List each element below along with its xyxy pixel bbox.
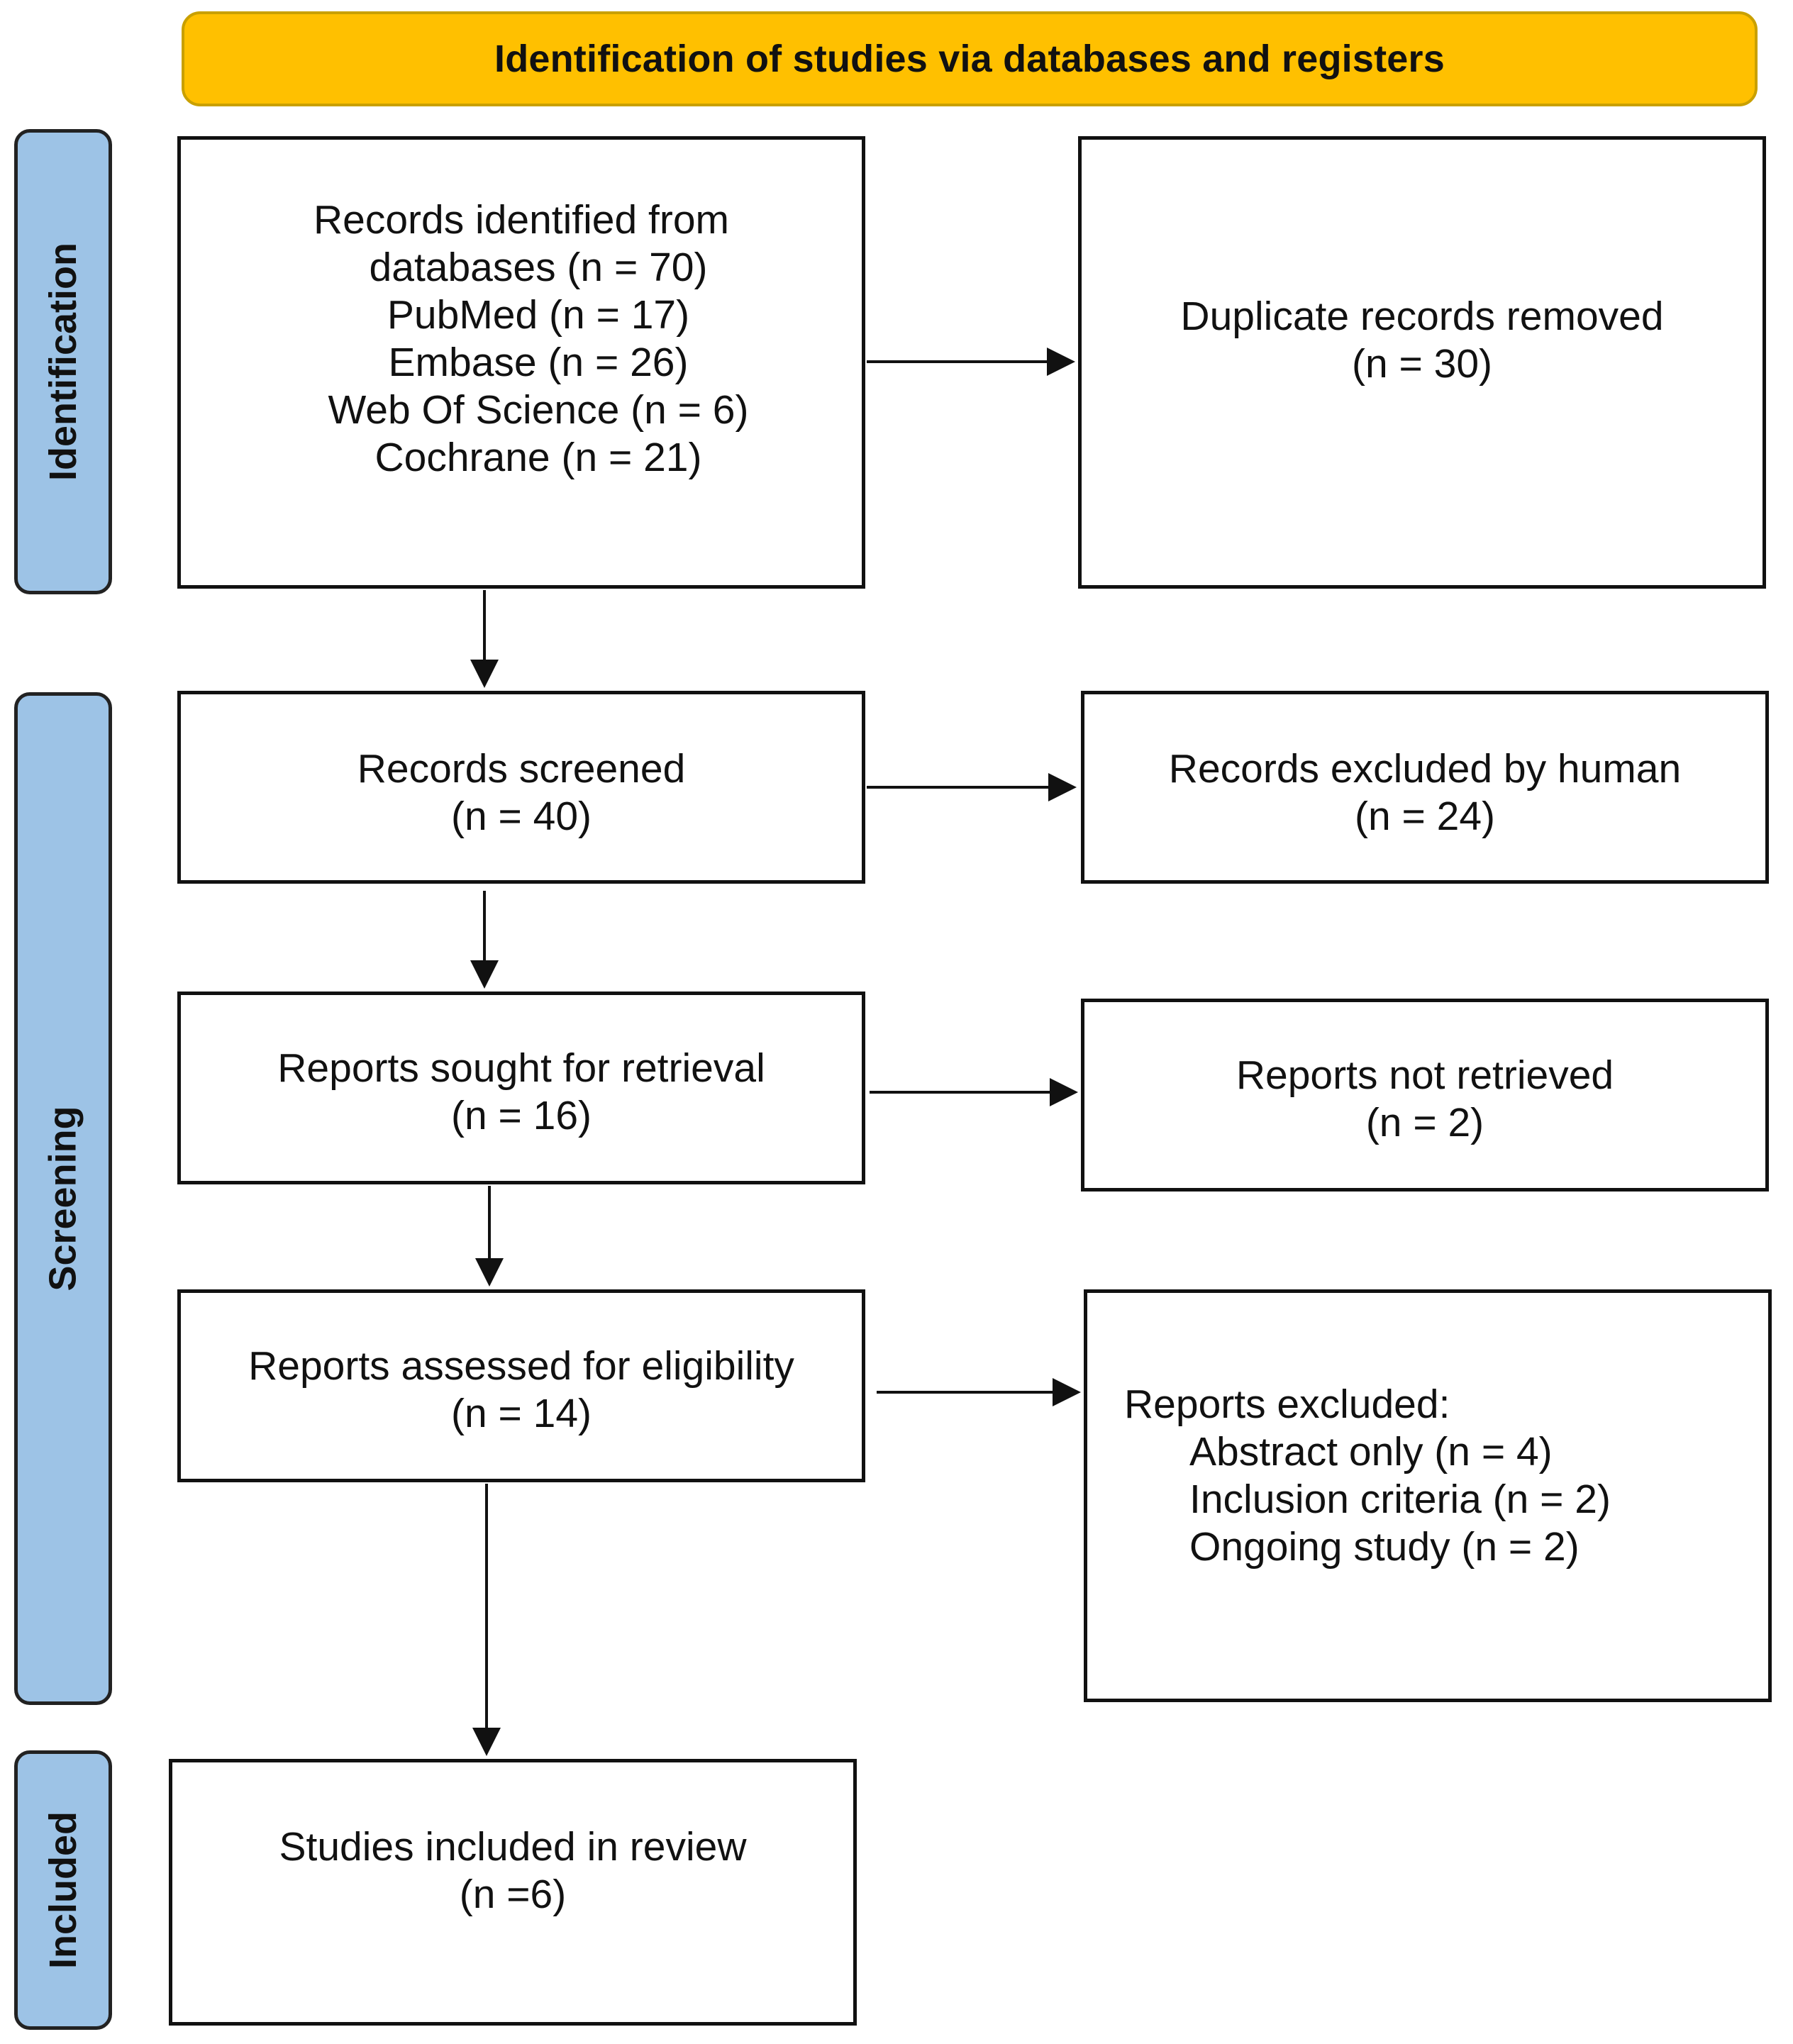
- duplicates-removed-line: (n = 30): [1351, 341, 1493, 387]
- phase-identification-tab: Identification: [14, 129, 112, 594]
- records-identified-line: PubMed (n = 17): [387, 292, 690, 338]
- records-screened-box: Records screened (n = 40): [177, 691, 865, 884]
- records-excluded-line: (n = 24): [1354, 794, 1496, 839]
- phase-screening-tab: Screening: [14, 692, 112, 1705]
- header-banner: Identification of studies via databases …: [182, 11, 1758, 106]
- header-title: Identification of studies via databases …: [494, 38, 1445, 80]
- exclusion-reason: Inclusion criteria (n = 2): [1189, 1477, 1611, 1522]
- exclusion-reason: Ongoing study (n = 2): [1189, 1524, 1580, 1570]
- studies-included-line: (n =6): [459, 1872, 567, 1917]
- records-identified-line: Web Of Science (n = 6): [328, 387, 749, 433]
- records-identified-box: Records identified from databases (n = 7…: [177, 136, 865, 589]
- reports-sought-line: (n = 16): [450, 1093, 592, 1138]
- exclusion-reason: Abstract only (n = 4): [1189, 1429, 1553, 1474]
- reports-excluded-title: Reports excluded:: [1124, 1382, 1450, 1427]
- reports-excluded-box: Reports excluded: Abstract only (n = 4) …: [1084, 1289, 1772, 1702]
- reports-assessed-box: Reports assessed for eligibility (n = 14…: [177, 1289, 865, 1482]
- phase-screening-label: Screening: [42, 1106, 84, 1292]
- duplicates-removed-line: Duplicate records removed: [1180, 294, 1664, 339]
- records-identified-line: Records identified from: [313, 197, 730, 243]
- records-identified-line: databases (n = 70): [369, 245, 708, 290]
- reports-assessed-line: Reports assessed for eligibility: [248, 1343, 794, 1389]
- reports-sought-box: Reports sought for retrieval (n = 16): [177, 992, 865, 1184]
- reports-not-retrieved-line: (n = 2): [1365, 1100, 1484, 1145]
- records-screened-line: (n = 40): [450, 794, 592, 839]
- reports-assessed-line: (n = 14): [450, 1391, 592, 1436]
- phase-included-tab: Included: [14, 1750, 112, 2030]
- reports-not-retrieved-line: Reports not retrieved: [1236, 1052, 1614, 1098]
- records-excluded-box: Records excluded by human (n = 24): [1081, 691, 1769, 884]
- records-identified-line: Embase (n = 26): [388, 340, 689, 385]
- reports-not-retrieved-box: Reports not retrieved (n = 2): [1081, 999, 1769, 1192]
- studies-included-box: Studies included in review (n =6): [169, 1759, 857, 2026]
- records-identified-line: Cochrane (n = 21): [374, 435, 702, 480]
- phase-identification-label: Identification: [42, 243, 84, 481]
- phase-included-label: Included: [42, 1811, 85, 1970]
- reports-sought-line: Reports sought for retrieval: [277, 1045, 765, 1091]
- records-excluded-line: Records excluded by human: [1168, 746, 1682, 792]
- studies-included-line: Studies included in review: [279, 1824, 747, 1870]
- records-screened-line: Records screened: [357, 746, 686, 792]
- duplicates-removed-box: Duplicate records removed (n = 30): [1078, 136, 1766, 589]
